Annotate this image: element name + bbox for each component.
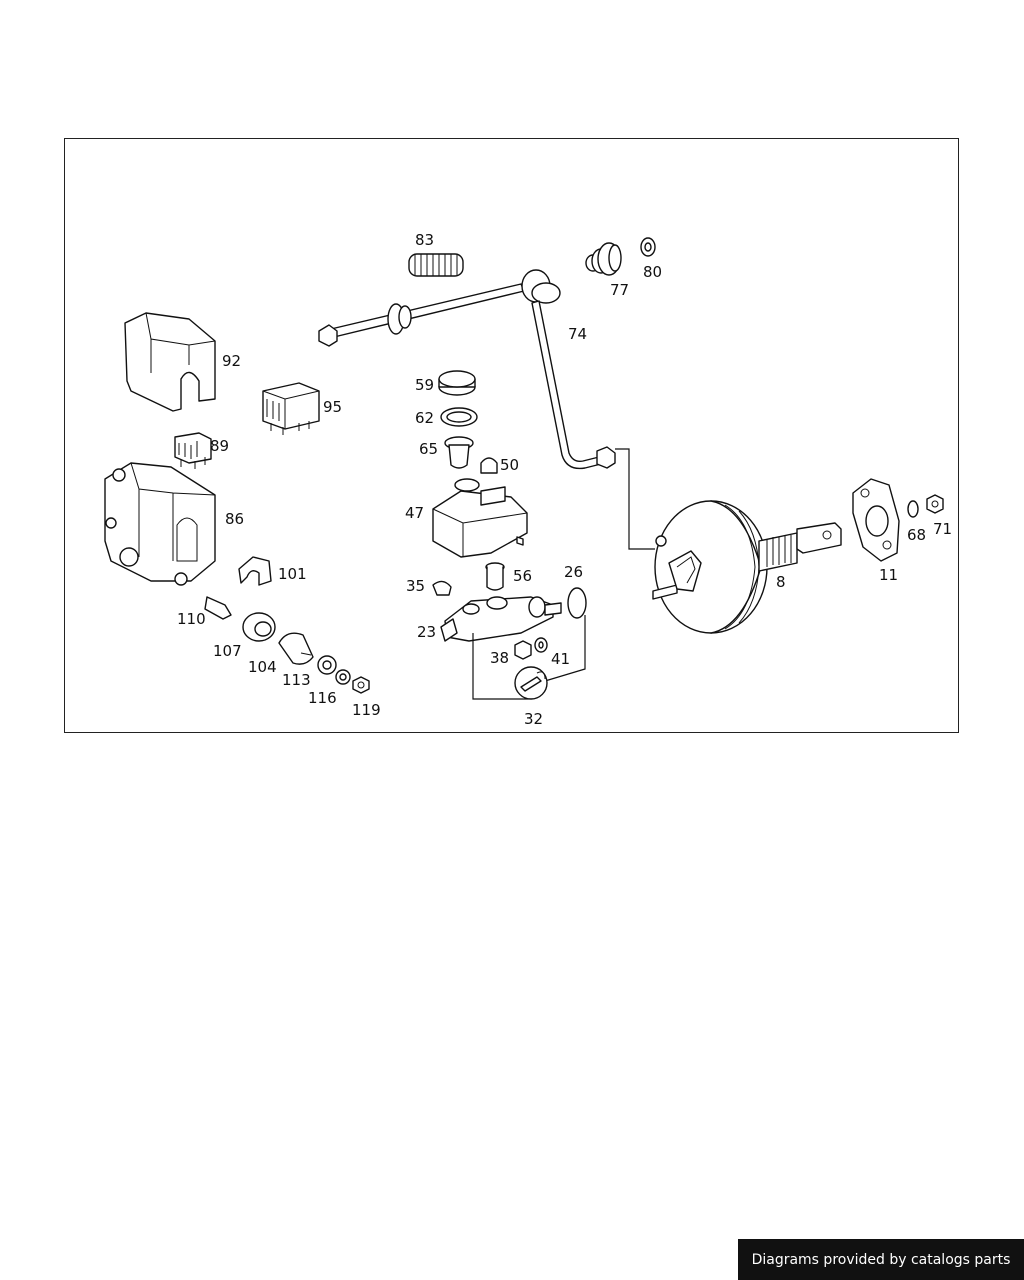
part-41-washer[interactable] (534, 637, 548, 653)
callout-41: 41 (551, 650, 570, 668)
callout-68: 68 (907, 526, 926, 544)
exploded-parts-diagram: 83 77 80 74 92 95 59 62 65 50 89 86 47 1… (104, 231, 952, 728)
callout-71: 71 (933, 520, 952, 538)
part-86-hydraulic-unit[interactable] (104, 462, 216, 586)
callout-26: 26 (564, 563, 583, 581)
callout-86: 86 (225, 510, 244, 528)
part-23-master-cylinder[interactable] (440, 596, 562, 642)
callout-116: 116 (308, 689, 337, 707)
callout-8: 8 (776, 573, 786, 591)
part-62-seal[interactable] (440, 407, 478, 427)
callout-50: 50 (500, 456, 519, 474)
callout-74: 74 (568, 325, 587, 343)
callout-65: 65 (419, 440, 438, 458)
part-47-reservoir[interactable] (432, 478, 528, 558)
part-101-bracket[interactable] (238, 556, 272, 586)
part-89-relay[interactable] (174, 432, 212, 469)
callout-47: 47 (405, 504, 424, 522)
part-116-washer[interactable] (335, 669, 351, 685)
diagram-frame: 83 77 80 74 92 95 59 62 65 50 89 86 47 1… (64, 138, 959, 733)
part-26-o-ring[interactable] (567, 587, 587, 619)
footer-credit-text: Diagrams provided by catalogs parts (751, 1251, 1011, 1268)
part-32-repair-kit-icon[interactable] (472, 615, 586, 700)
part-65-strainer[interactable] (444, 436, 474, 469)
callout-119: 119 (352, 701, 381, 719)
callout-113: 113 (282, 671, 311, 689)
callout-83: 83 (415, 231, 434, 249)
callout-89: 89 (210, 437, 229, 455)
part-119-nut[interactable] (352, 676, 370, 694)
footer-credit: Diagrams provided by catalogs parts (738, 1239, 1024, 1280)
part-74-brake-line[interactable] (531, 300, 655, 550)
callout-92: 92 (222, 352, 241, 370)
callout-101: 101 (278, 565, 307, 583)
callout-11: 11 (879, 566, 898, 584)
part-77-boot[interactable] (585, 242, 622, 276)
callout-110: 110 (177, 610, 206, 628)
callout-59: 59 (415, 376, 434, 394)
part-59-cap[interactable] (438, 370, 476, 396)
part-92-cover[interactable] (124, 312, 216, 412)
part-push-rod[interactable] (318, 269, 561, 347)
part-71-nut[interactable] (926, 494, 944, 514)
part-68-washer[interactable] (907, 500, 919, 518)
part-8-brake-booster[interactable] (652, 500, 842, 634)
part-56-plug[interactable] (485, 562, 505, 591)
callout-80: 80 (643, 263, 662, 281)
callout-62: 62 (415, 409, 434, 427)
part-83-spring[interactable] (408, 253, 464, 277)
part-113-washer[interactable] (317, 655, 337, 675)
callout-32: 32 (524, 710, 543, 728)
callout-35: 35 (406, 577, 425, 595)
callout-77: 77 (610, 281, 629, 299)
callout-23: 23 (417, 623, 436, 641)
callout-104: 104 (248, 658, 277, 676)
callout-95: 95 (323, 398, 342, 416)
part-50-plug[interactable] (480, 457, 498, 474)
part-11-gasket[interactable] (852, 478, 900, 562)
callout-38: 38 (490, 649, 509, 667)
part-95-relay[interactable] (262, 382, 320, 435)
part-80-washer[interactable] (640, 237, 656, 257)
callout-107: 107 (213, 642, 242, 660)
callout-56: 56 (513, 567, 532, 585)
part-107-bushing[interactable] (242, 612, 276, 642)
part-38-nut[interactable] (514, 640, 532, 660)
part-110-bolt[interactable] (204, 596, 232, 620)
part-35-grommet[interactable] (432, 580, 452, 596)
part-104-mount[interactable] (278, 632, 314, 665)
